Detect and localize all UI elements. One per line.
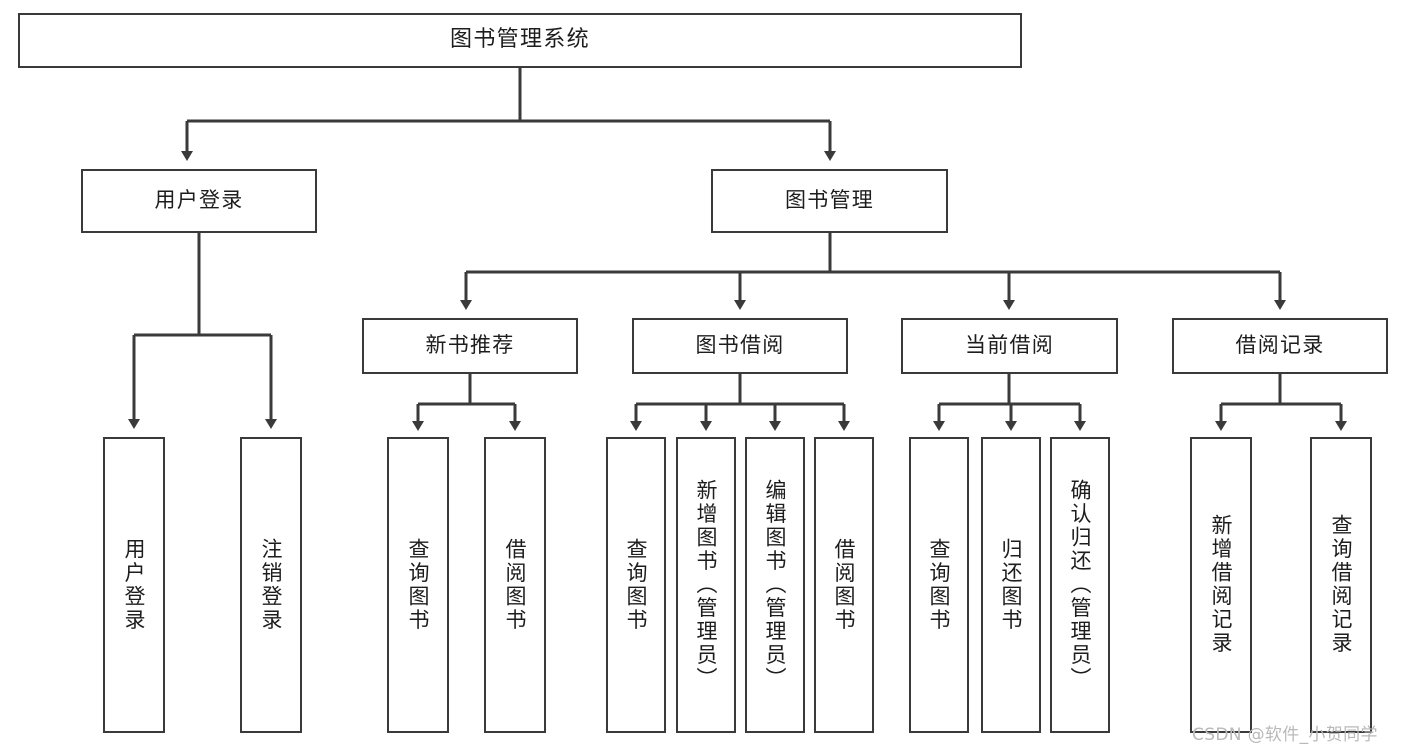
node-new-book-rec-label: 新书推荐 bbox=[425, 333, 515, 358]
node-leaf-query-record-label: 查询借阅记录 bbox=[1329, 514, 1354, 656]
node-leaf-edit-book[interactable]: 编辑图书（管理员） bbox=[745, 437, 805, 733]
node-leaf-borrow-book-2-label: 借阅图书 bbox=[832, 537, 857, 633]
node-leaf-query-book-1[interactable]: 查询图书 bbox=[387, 437, 449, 733]
node-leaf-query-book-3[interactable]: 查询图书 bbox=[909, 437, 969, 733]
node-leaf-confirm-return[interactable]: 确认归还（管理员） bbox=[1050, 437, 1110, 733]
node-leaf-borrow-book-1-label: 借阅图书 bbox=[503, 537, 528, 633]
node-book-borrow-label: 图书借阅 bbox=[695, 333, 785, 358]
node-book-manage-label: 图书管理 bbox=[784, 188, 875, 213]
node-borrow-record[interactable]: 借阅记录 bbox=[1172, 318, 1388, 374]
node-leaf-query-book-2[interactable]: 查询图书 bbox=[606, 437, 666, 733]
node-leaf-borrow-book-1[interactable]: 借阅图书 bbox=[484, 437, 546, 733]
node-current-borrow[interactable]: 当前借阅 bbox=[901, 318, 1118, 374]
node-root[interactable]: 图书管理系统 bbox=[18, 13, 1022, 68]
node-leaf-confirm-return-label: 确认归还（管理员） bbox=[1068, 479, 1093, 691]
node-user-login[interactable]: 用户登录 bbox=[81, 169, 317, 233]
node-leaf-edit-book-label: 编辑图书（管理员） bbox=[763, 479, 788, 691]
node-leaf-query-book-1-label: 查询图书 bbox=[406, 537, 431, 633]
node-leaf-borrow-book-2[interactable]: 借阅图书 bbox=[814, 437, 874, 733]
node-root-label: 图书管理系统 bbox=[450, 27, 590, 53]
node-leaf-query-record[interactable]: 查询借阅记录 bbox=[1310, 437, 1372, 733]
csdn-watermark: CSDN @软件_小贺同学 bbox=[1192, 725, 1378, 745]
node-leaf-user-login[interactable]: 用户登录 bbox=[103, 437, 165, 733]
node-leaf-query-book-2-label: 查询图书 bbox=[624, 537, 649, 633]
node-user-login-label: 用户登录 bbox=[154, 188, 244, 213]
node-leaf-add-book-label: 新增图书（管理员） bbox=[694, 479, 719, 691]
node-book-manage[interactable]: 图书管理 bbox=[711, 169, 948, 233]
node-leaf-logout-label: 注销登录 bbox=[259, 537, 284, 633]
node-borrow-record-label: 借阅记录 bbox=[1235, 333, 1325, 358]
node-new-book-rec[interactable]: 新书推荐 bbox=[362, 318, 578, 374]
node-leaf-add-book[interactable]: 新增图书（管理员） bbox=[676, 437, 736, 733]
node-leaf-return-book[interactable]: 归还图书 bbox=[981, 437, 1041, 733]
node-leaf-return-book-label: 归还图书 bbox=[999, 537, 1024, 633]
node-leaf-query-book-3-label: 查询图书 bbox=[927, 537, 952, 633]
node-leaf-add-record[interactable]: 新增借阅记录 bbox=[1190, 437, 1252, 733]
node-leaf-logout[interactable]: 注销登录 bbox=[240, 437, 302, 733]
node-leaf-add-record-label: 新增借阅记录 bbox=[1209, 514, 1234, 656]
node-current-borrow-label: 当前借阅 bbox=[964, 333, 1055, 358]
node-book-borrow[interactable]: 图书借阅 bbox=[632, 318, 848, 374]
node-leaf-user-login-label: 用户登录 bbox=[122, 537, 147, 633]
